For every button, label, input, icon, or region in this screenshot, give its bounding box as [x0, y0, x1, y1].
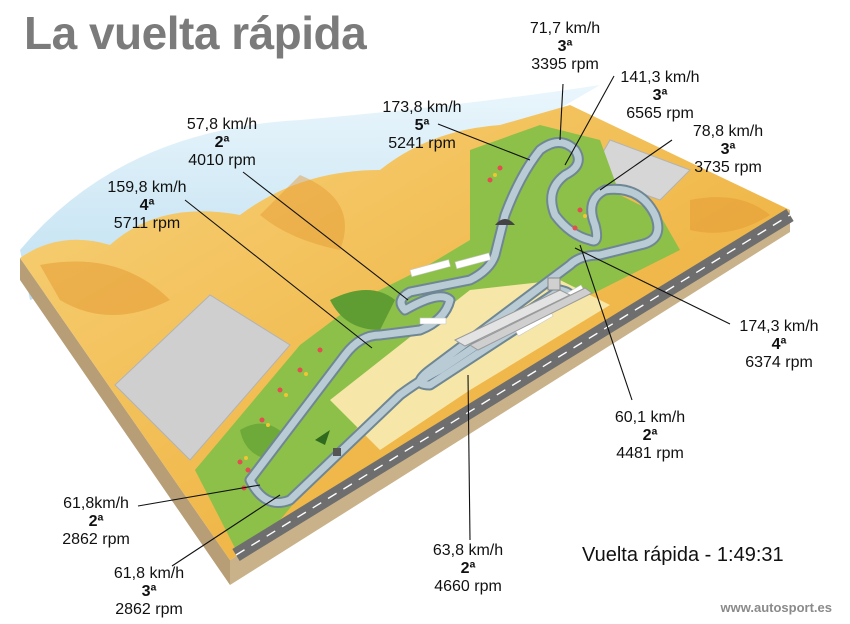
bridge-marker	[315, 430, 330, 445]
callout-speed: 57,8 km/h	[186, 116, 258, 133]
source-credit: www.autosport.es	[720, 600, 832, 615]
dune-shade-1	[40, 261, 170, 315]
callout-gear: 4ª	[139, 197, 155, 214]
callout-7: 174,3 km/h 4ª 6374 rpm	[727, 318, 831, 372]
small-building	[333, 448, 341, 456]
callout-3: 78,8 km/h 3ª 3735 rpm	[678, 123, 778, 177]
callout-speed: 141,3 km/h	[620, 69, 700, 86]
callout-gear: 3ª	[652, 87, 668, 104]
callout-rpm: 4660 rpm	[434, 578, 502, 595]
callout-speed: 78,8 km/h	[692, 123, 764, 140]
callout-gear: 2ª	[214, 134, 230, 151]
crowd-dots	[237, 165, 583, 491]
fastest-lap-label: Vuelta rápida - 1:49:31	[582, 544, 784, 566]
dune-shade-3	[690, 197, 770, 233]
crowd-dots-yellow	[244, 173, 587, 460]
callout-speed: 61,8km/h	[63, 495, 129, 512]
callout-rpm: 6374 rpm	[745, 354, 813, 371]
callout-gear: 3ª	[141, 583, 157, 600]
callout-speed: 61,8 km/h	[113, 565, 185, 582]
plot-left	[114, 294, 291, 461]
callout-speed: 159,8 km/h	[107, 179, 187, 196]
callout-rpm: 3735 rpm	[694, 159, 762, 176]
callout-1: 71,7 km/h 3ª 3395 rpm	[515, 20, 615, 74]
control-tower	[547, 277, 561, 291]
callout-gear: 3ª	[557, 38, 573, 55]
callout-gear: 4ª	[771, 336, 787, 353]
outer-road-line	[235, 214, 791, 556]
callout-gear: 2ª	[642, 427, 658, 444]
dune-shade-2	[260, 175, 345, 250]
callout-speed: 71,7 km/h	[529, 20, 601, 37]
callout-rpm: 5241 rpm	[388, 135, 456, 152]
leader-lines	[137, 75, 731, 567]
callout-gear: 3ª	[720, 141, 736, 158]
page-title: La vuelta rápida	[24, 7, 367, 59]
callout-11: 61,8 km/h 3ª 2862 rpm	[97, 565, 201, 619]
callout-gear: 2ª	[88, 513, 104, 530]
race-track-surface	[246, 139, 662, 506]
callout-speed: 174,3 km/h	[739, 318, 819, 335]
callout-rpm: 3395 rpm	[531, 56, 599, 73]
callout-2: 141,3 km/h 3ª 6565 rpm	[610, 69, 710, 123]
callout-gear: 2ª	[460, 560, 476, 577]
callout-rpm: 5711 rpm	[113, 215, 181, 232]
callout-rpm: 6565 rpm	[626, 105, 694, 122]
callout-8: 60,1 km/h 2ª 4481 rpm	[600, 409, 700, 463]
callout-5: 57,8 km/h 2ª 4010 rpm	[172, 116, 272, 170]
callout-gear: 5ª	[414, 117, 430, 134]
callout-rpm: 2862 rpm	[62, 531, 130, 548]
callout-rpm: 2862 rpm	[115, 601, 183, 618]
grass-hill	[330, 290, 395, 330]
callout-rpm: 4481 rpm	[616, 445, 684, 462]
callout-speed: 173,8 km/h	[382, 99, 462, 116]
callout-6: 159,8 km/h 4ª 5711 rpm	[95, 179, 199, 233]
pit-building-2	[468, 287, 593, 351]
callout-speed: 60,1 km/h	[614, 409, 686, 426]
slab-side-left	[20, 258, 230, 585]
callout-rpm: 4010 rpm	[188, 152, 256, 169]
callout-10: 63,8 km/h 2ª 4660 rpm	[418, 542, 518, 596]
callout-9: 61,8km/h 2ª 2862 rpm	[46, 495, 146, 549]
callout-speed: 63,8 km/h	[432, 542, 504, 559]
callout-4: 173,8 km/h 5ª 5241 rpm	[370, 99, 474, 153]
tunnel	[495, 219, 515, 225]
